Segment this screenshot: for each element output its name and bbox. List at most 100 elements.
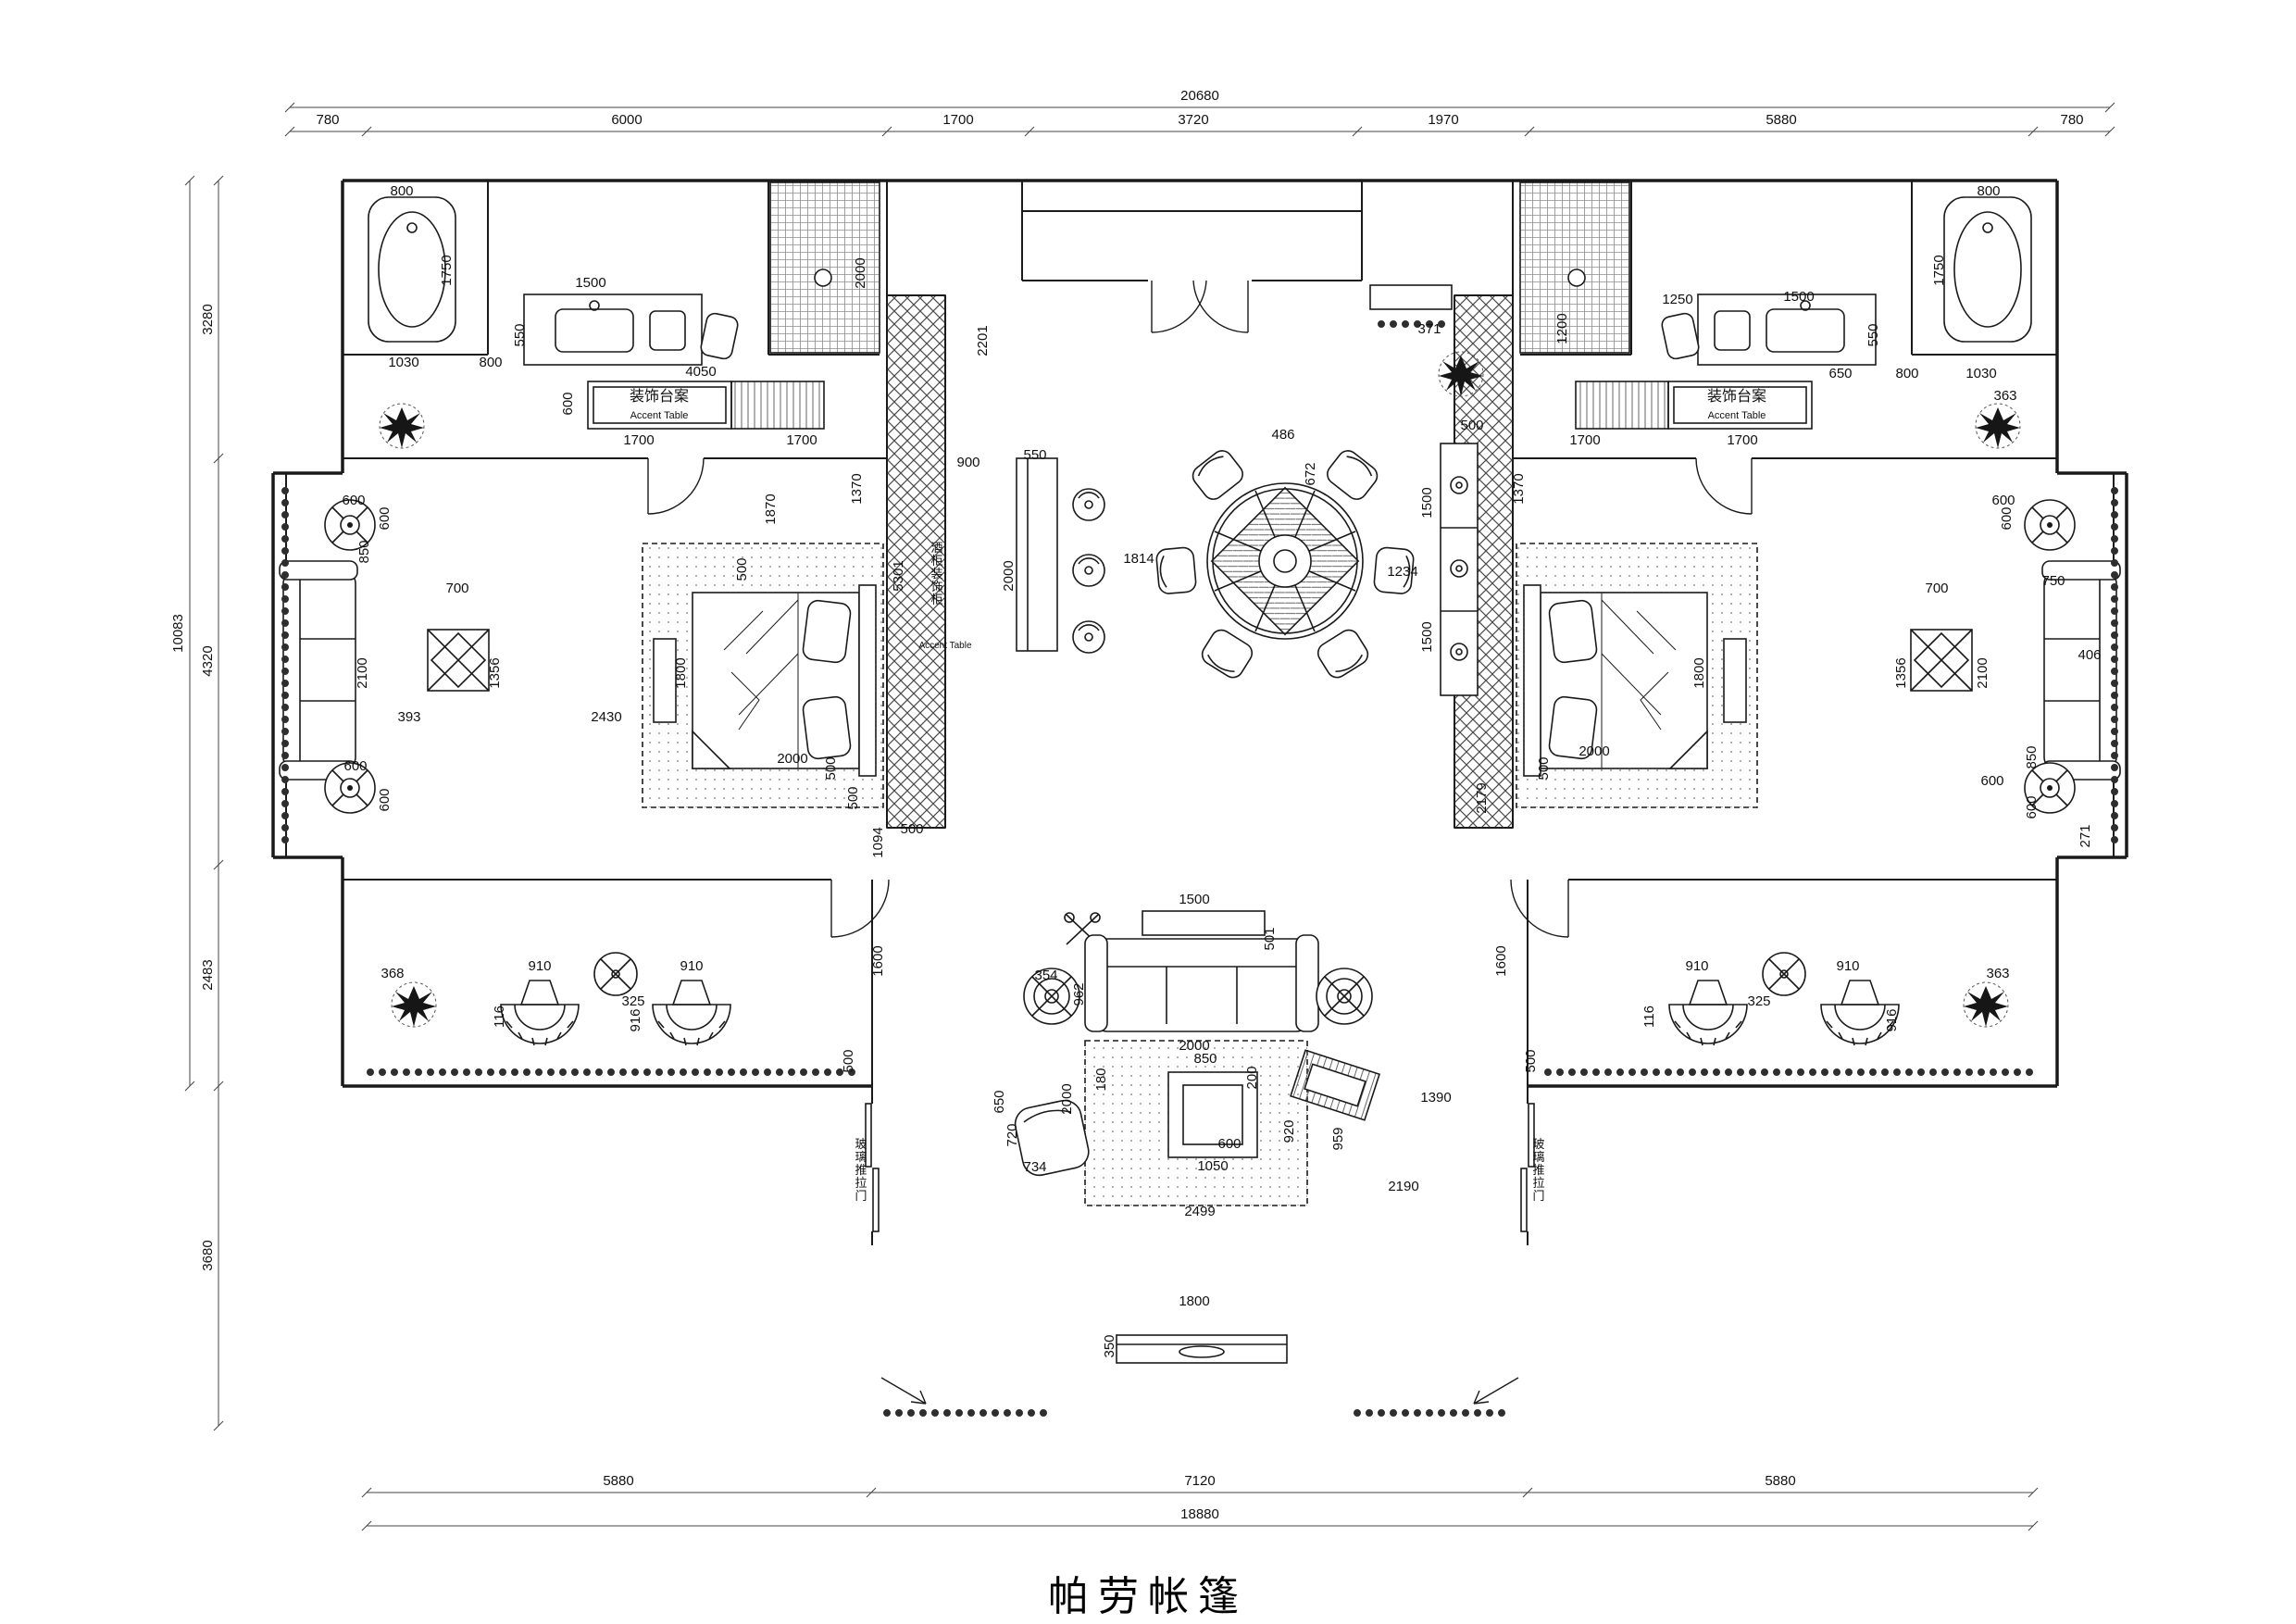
exit-arrow: [1473, 1377, 1519, 1405]
entry-bench: [1369, 284, 1453, 310]
dim-label: 1500: [575, 275, 605, 291]
dim-label: 1750: [439, 255, 455, 285]
dim-label: 1370: [849, 473, 865, 504]
bar-stool: [1072, 620, 1105, 654]
dim-label: 1200: [1554, 313, 1570, 344]
dim-label: 910: [1836, 958, 1859, 974]
left-suite: [271, 179, 946, 1245]
dim-label: 1700: [786, 432, 817, 448]
dim-label: 6000: [611, 112, 642, 128]
dim-label: 920: [1281, 1119, 1297, 1143]
dim-label: Accent Table: [630, 410, 689, 421]
dim-label: 装饰台案: [1707, 388, 1766, 405]
dim-label: 550: [1866, 323, 1881, 346]
dim-label: 1094: [870, 827, 886, 857]
dim-label: 500: [845, 786, 861, 809]
dim-label: 玻璃推拉门: [855, 1137, 867, 1203]
bathtub: [368, 196, 456, 343]
dim-label: 800: [390, 183, 413, 199]
dim-label: 1800: [673, 657, 689, 688]
dim-label: 18880: [1180, 1506, 1219, 1522]
dim-label: 371: [1417, 321, 1441, 337]
dim-label: 2000: [777, 751, 807, 767]
bar-stool: [1072, 488, 1105, 521]
dim-label: 600: [342, 493, 365, 508]
dim-label: 780: [2060, 112, 2083, 128]
dim-label: 1700: [1569, 432, 1600, 448]
dim-label: 2100: [1975, 657, 1990, 688]
glass-sliding-door: [865, 1103, 880, 1232]
wine-bar-console: [1016, 457, 1058, 652]
coffee-table: [1167, 1071, 1258, 1158]
dim-label: 20680: [1180, 88, 1219, 104]
side-table: [427, 629, 490, 692]
dim-label: 600: [377, 506, 393, 530]
dim-label: 2201: [975, 325, 991, 356]
dim-label: 750: [2041, 573, 2065, 589]
dim-label: 2483: [200, 959, 216, 990]
dim-label: 734: [1023, 1159, 1046, 1175]
dim-label: 1600: [1493, 945, 1509, 976]
accent-table-cabinet: [587, 381, 825, 430]
dim-label: 1500: [1419, 487, 1435, 518]
dim-label: 501: [1262, 927, 1278, 950]
dim-label: 850: [1193, 1051, 1217, 1067]
dim-label: 1356: [1893, 657, 1909, 688]
dining-table: [1206, 482, 1364, 640]
dim-label: 200: [1244, 1066, 1260, 1089]
porch-armchair: [652, 980, 731, 1046]
dim-label: 325: [1747, 993, 1770, 1009]
dim-label: 916: [1884, 1008, 1900, 1031]
dim-label: 5880: [1766, 112, 1796, 128]
dim-label: 600: [377, 788, 393, 811]
dim-label: 500: [841, 1049, 856, 1072]
tv-console: [1290, 1049, 1380, 1121]
dim-label: 393: [397, 709, 420, 725]
dim-label: 550: [512, 323, 528, 346]
dim-label: 550: [1023, 447, 1046, 463]
dim-label: 910: [1685, 958, 1708, 974]
dim-label: 1600: [870, 945, 886, 976]
dim-label: 1370: [1511, 473, 1527, 504]
dim-label: 1970: [1428, 112, 1458, 128]
dim-label: 116: [1641, 1006, 1657, 1028]
dim-label: 3680: [200, 1240, 216, 1270]
dim-label: 600: [1217, 1136, 1241, 1152]
dim-label: 3720: [1178, 112, 1208, 128]
dim-label: 962: [1071, 982, 1087, 1006]
dim-label: 1030: [388, 355, 418, 370]
dim-label: 363: [1993, 388, 2016, 404]
bay-sofa: [279, 560, 358, 781]
lounge-chair: [1014, 1099, 1090, 1177]
dim-label: 900: [956, 455, 980, 470]
sideboard-cabinet: [1440, 443, 1479, 696]
dim-label: 800: [1977, 183, 2000, 199]
dim-label: 486: [1271, 427, 1294, 443]
dim-label: 5880: [1765, 1473, 1795, 1489]
dim-label: 1814: [1123, 551, 1154, 567]
dim-label: 1800: [1179, 1293, 1209, 1309]
dim-label: 3280: [200, 304, 216, 334]
shower: [769, 181, 880, 354]
dim-label: 2000: [1059, 1083, 1075, 1114]
dim-label: 2000: [1578, 743, 1609, 759]
dim-label: 玻璃推拉门: [1532, 1137, 1544, 1203]
dim-label: 1500: [1419, 621, 1435, 652]
dim-label: 850: [2024, 745, 2040, 768]
dim-label: 650: [1828, 366, 1852, 381]
dim-label: 1500: [1783, 289, 1814, 305]
porch-armchair: [500, 980, 580, 1046]
dim-label: 406: [2078, 647, 2101, 663]
dim-label: 1356: [487, 657, 503, 688]
dim-label: 368: [381, 966, 404, 981]
dim-label: 1750: [1931, 255, 1947, 285]
dim-label: 354: [1034, 968, 1057, 983]
dim-label: 600: [343, 758, 367, 774]
dim-label: 500: [734, 557, 750, 581]
exit-arrow: [880, 1377, 927, 1405]
dim-label: 1050: [1197, 1158, 1228, 1174]
dim-label: 1390: [1420, 1090, 1451, 1106]
dim-label: 1700: [1727, 432, 1757, 448]
